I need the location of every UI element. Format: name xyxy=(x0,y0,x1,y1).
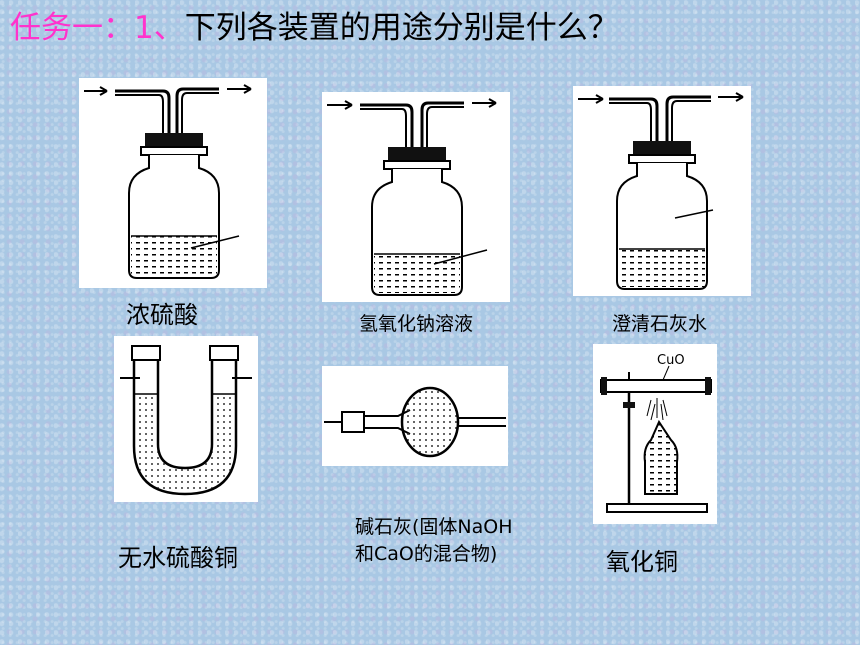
gas-washing-bottle-icon xyxy=(578,92,744,290)
bottle-sulfuric-panel xyxy=(79,78,267,288)
heating-tube-panel: CuO xyxy=(593,344,717,524)
alcohol-lamp-heating-icon: CuO xyxy=(600,353,712,513)
label-copper-oxide: 氧化铜 xyxy=(606,548,678,576)
u-tube-panel xyxy=(114,336,258,502)
bottle-limewater-panel xyxy=(573,86,751,296)
label-limewater: 澄清石灰水 xyxy=(612,313,708,335)
label-anhydrous-cuso4: 无水硫酸铜 xyxy=(118,544,238,572)
drying-tube-panel xyxy=(322,366,508,466)
task-prefix: 任务一：1、 xyxy=(10,10,185,46)
bottle-naoh-panel xyxy=(322,92,510,302)
u-tube-icon xyxy=(120,345,252,496)
task-question: 下列各装置的用途分别是什么？ xyxy=(184,10,619,46)
label-soda-lime-1: 碱石灰(固体NaOH xyxy=(355,516,513,538)
drying-tube-icon xyxy=(324,386,506,458)
slide-title: 任务一：1、下列各装置的用途分别是什么？ xyxy=(10,6,619,50)
gas-washing-bottle-icon xyxy=(84,84,252,279)
label-conc-sulfuric: 浓硫酸 xyxy=(126,301,198,329)
gas-washing-bottle-icon xyxy=(327,98,497,296)
label-soda-lime-2: 和CaO的混合物) xyxy=(355,543,498,565)
cuo-tag: CuO xyxy=(657,353,685,368)
label-naoh-solution: 氢氧化钠溶液 xyxy=(359,313,474,335)
